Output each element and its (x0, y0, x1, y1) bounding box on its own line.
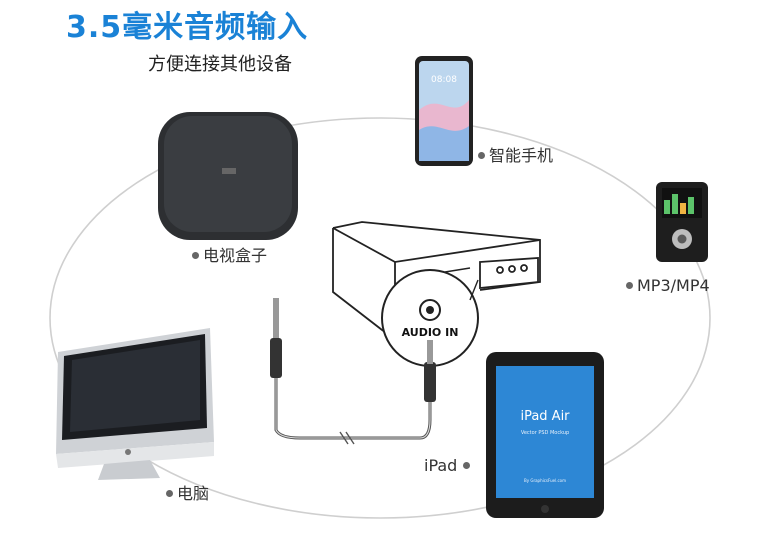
ipad-device: iPad Air Vector PSD Mockup By GraphicsFu… (486, 352, 604, 518)
audio-cable (270, 298, 436, 445)
tvbox-device (158, 112, 298, 240)
bullet-icon (192, 252, 199, 259)
ipad-screen-credit: By GraphicsFuel.com (524, 478, 566, 483)
bullet-icon (478, 152, 485, 159)
bullet-icon (463, 462, 471, 469)
ipad-screen-subtitle: Vector PSD Mockup (521, 430, 569, 436)
phone-device: 08:08 (415, 56, 473, 166)
label-computer: 电脑 (166, 480, 209, 504)
page-subtitle: 方便连接其他设备 (148, 54, 292, 75)
label-ipad: iPad (424, 456, 471, 475)
ipad-screen-name: iPad Air (520, 409, 570, 424)
audio-in-label: AUDIO IN (402, 326, 459, 339)
bullet-icon (626, 282, 633, 289)
phone-screen-time: 08:08 (431, 75, 457, 85)
connection-arc (49, 117, 711, 519)
computer-device (56, 328, 214, 480)
label-mp3: MP3/MP4 (626, 276, 710, 295)
bullet-icon (166, 490, 173, 497)
page-title: 3.5毫米音频输入 (66, 10, 309, 45)
label-tvbox: 电视盒子 (192, 242, 267, 266)
label-phone: 智能手机 (478, 142, 553, 166)
mp3-device (656, 182, 708, 262)
